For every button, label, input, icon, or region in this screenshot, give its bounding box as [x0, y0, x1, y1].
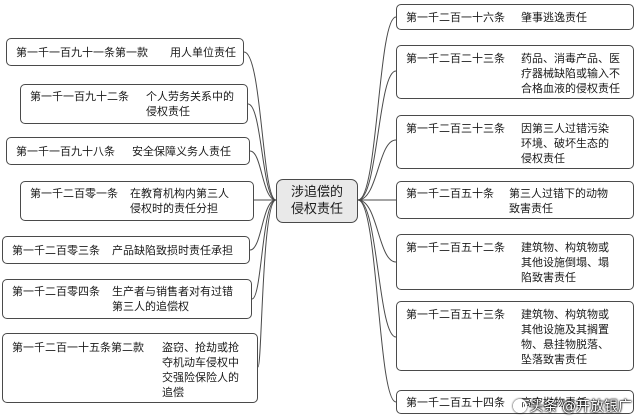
article-number: 第一千二百零四条	[12, 285, 100, 298]
connector-left-3	[249, 150, 277, 201]
connector-right-6	[357, 199, 397, 338]
connector-left-5	[249, 199, 277, 251]
connector-right-1	[357, 16, 397, 201]
right-node-4: 第一千二百五十条 第三人过错下的动物 致害责任	[396, 181, 634, 219]
article-number: 第一千二百零三条	[12, 244, 100, 257]
left-node-6: 第一千二百零四条 生产者与销售者对有过错 第三人的追偿权	[2, 279, 252, 319]
article-description: 盗窃、抢劫或抢 夺机动车侵权中 交强险保险人的 追偿	[162, 341, 239, 399]
connector-right-5	[357, 199, 397, 263]
left-node-7: 第一千二百一十五条第二款 盗窃、抢劫或抢 夺机动车侵权中 交强险保险人的 追偿	[2, 333, 258, 403]
connector-right-2	[357, 70, 397, 201]
article-number: 第一千一百九十二条	[30, 90, 129, 103]
right-node-5: 第一千二百五十二条 建筑物、构筑物或 其他设施倒塌、塌 陷致害责任	[396, 234, 634, 290]
left-node-3: 第一千一百九十八条 安全保障义务人责任	[6, 137, 250, 165]
article-number: 第一千二百二十三条	[406, 52, 505, 65]
article-number: 第一千二百一十五条第二款	[12, 341, 144, 354]
article-description: 高空抛物责任	[521, 396, 587, 409]
article-description: 药品、消毒产品、医 疗器械缺陷或输入不 合格血液的侵权责任	[521, 52, 620, 95]
watermark-text: 头条 @开放银广	[529, 399, 632, 415]
connector-left-2	[247, 103, 277, 201]
connector-right-7	[357, 199, 397, 403]
article-number: 第一千一百九十一条第一款	[16, 46, 148, 59]
article-description: 肇事逃逸责任	[521, 11, 587, 24]
article-description: 用人单位责任	[170, 46, 236, 59]
article-number: 第一千二百三十三条	[406, 122, 505, 135]
connector-right-3	[357, 139, 397, 201]
article-number: 第一千二百零一条	[30, 187, 118, 200]
watermark-logo-icon	[512, 399, 527, 413]
article-number: 第一千二百一十六条	[406, 11, 505, 24]
connector-left-1	[243, 51, 277, 201]
center-node: 涉追偿的 侵权责任	[276, 179, 358, 223]
article-number: 第一千一百九十八条	[16, 145, 115, 158]
article-description: 产品缺陷致损时责任承担	[112, 244, 233, 257]
left-node-2: 第一千一百九十二条 个人劳务关系中的 侵权责任	[20, 84, 248, 124]
watermark: 头条 @开放银广	[512, 396, 632, 416]
article-number: 第一千二百五十二条	[406, 241, 505, 254]
article-number: 第一千二百五十条	[406, 187, 494, 200]
left-node-5: 第一千二百零三条 产品缺陷致损时责任承担	[2, 236, 250, 264]
article-number: 第一千二百五十四条	[406, 396, 505, 409]
article-description: 生产者与销售者对有过错 第三人的追偿权	[112, 285, 233, 313]
article-description: 建筑物、构筑物或 其他设施及其搁置 物、悬挂物脱落、 坠落致害责任	[521, 308, 609, 366]
right-node-2: 第一千二百二十三条 药品、消毒产品、医 疗器械缺陷或输入不 合格血液的侵权责任	[396, 45, 634, 99]
right-node-6: 第一千二百五十三条 建筑物、构筑物或 其他设施及其搁置 物、悬挂物脱落、 坠落致…	[396, 301, 634, 371]
article-number: 第一千二百五十三条	[406, 308, 505, 321]
article-description: 在教育机构内第三人 侵权时的责任分担	[130, 187, 229, 215]
left-node-1: 第一千一百九十一条第一款 用人单位责任	[6, 38, 244, 66]
connector-left-7	[257, 199, 277, 368]
article-description: 第三人过错下的动物 致害责任	[509, 187, 608, 215]
right-node-3: 第一千二百三十三条 因第三人过错污染 环境、破坏生态的 侵权责任	[396, 115, 634, 169]
connector-left-6	[251, 199, 277, 300]
article-description: 个人劳务关系中的 侵权责任	[146, 90, 234, 118]
article-description: 因第三人过错污染 环境、破坏生态的 侵权责任	[521, 122, 609, 165]
article-description: 建筑物、构筑物或 其他设施倒塌、塌 陷致害责任	[521, 241, 609, 284]
right-node-1: 第一千二百一十六条 肇事逃逸责任	[396, 4, 634, 30]
article-description: 安全保障义务人责任	[132, 145, 231, 158]
left-node-4: 第一千二百零一条 在教育机构内第三人 侵权时的责任分担	[20, 181, 254, 221]
